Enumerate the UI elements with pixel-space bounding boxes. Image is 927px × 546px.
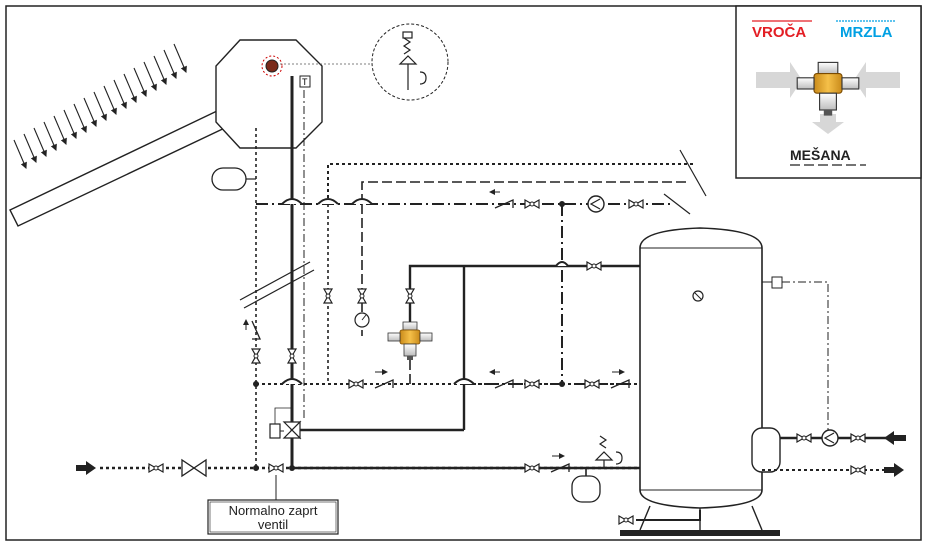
note-box: Normalno zaprt ventil: [207, 499, 339, 535]
mixed-line-upper: [361, 181, 686, 204]
legend-hot-label: VROČA: [752, 23, 806, 41]
expansion-tank-lower-icon: [571, 475, 601, 503]
expansion-tank-icon: [211, 167, 247, 191]
return-arrow-icon: [884, 431, 906, 445]
sensor-label: T: [302, 77, 308, 87]
three-way-valve-icon: [269, 407, 302, 440]
mixed-outlet-arrow-icon: [812, 114, 844, 134]
note-line-2: ventil: [258, 517, 288, 532]
cold-inlet-arrow-icon: [854, 62, 900, 98]
tank-safety-valve-icon: [594, 435, 623, 468]
legend-cold-label: MRZLA: [840, 24, 893, 41]
heat-exchanger-flange: [751, 427, 781, 473]
inlet-arrow-icon: [76, 461, 96, 475]
sun-rays-icon: [13, 43, 187, 170]
pump-icon: [587, 195, 605, 213]
hot-circulation-line: [327, 163, 696, 204]
gate-valve-icon: [181, 458, 207, 478]
collector-header-octagon: [215, 39, 323, 149]
note-line-1: Normalno zaprt: [229, 503, 318, 518]
legend-mixed-label: MEŠANA: [790, 146, 851, 163]
outlet-arrow-icon: [884, 463, 904, 477]
safety-valve-icon: [398, 31, 427, 90]
pressure-gauge-icon: [354, 312, 370, 328]
air-vent-icon: [265, 59, 279, 73]
hot-inlet-arrow-icon: [756, 62, 802, 98]
storage-tank: [620, 227, 781, 536]
temp-sensor-collector: [299, 75, 311, 88]
legend-box: VROČA MRZLA MEŠANA: [735, 5, 922, 179]
temp-sensor-tank: [771, 276, 783, 289]
